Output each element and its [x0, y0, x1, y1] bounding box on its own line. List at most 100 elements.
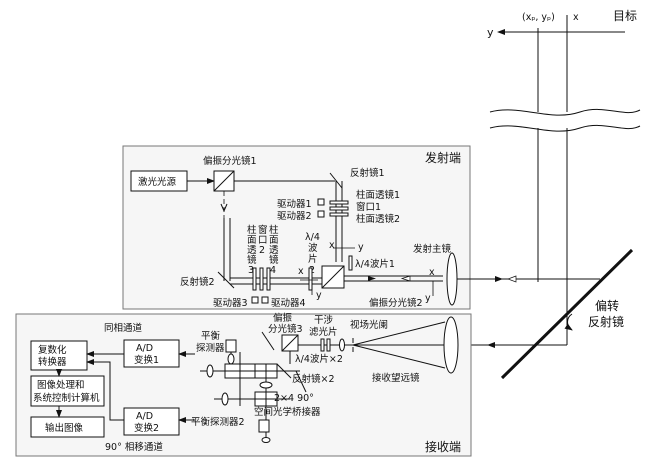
transmitter-components: 激光光源 偏振分光镜1 反射镜1 驱动器1 驱动器2 柱面透镜1 窗口1 柱面透… — [130, 155, 458, 309]
pbs1-label: 偏振分光镜1 — [203, 155, 257, 167]
tx-main-mirror — [446, 252, 458, 306]
filter-line1: 干涉 — [314, 314, 334, 326]
svg-text:2: 2 — [259, 245, 265, 256]
computer-line2: 系统控制计算机 — [33, 392, 100, 404]
receiver-components: 复数化 转换器 同相通道 A/D 变换1 平衡 探测器1 图像处理和 系统控制计… — [30, 312, 459, 453]
transmitter-panel — [122, 145, 471, 310]
svg-text:波: 波 — [308, 242, 318, 254]
complexifier-line1: 复数化 — [38, 344, 67, 356]
output-image-label: 输出图像 — [45, 422, 84, 434]
svg-text:λ/4: λ/4 — [305, 232, 320, 243]
svg-text:透: 透 — [269, 245, 279, 256]
bridge-line1: 2×4 90° — [274, 393, 314, 404]
cyl-lens1 — [329, 200, 349, 205]
tx-axis-y-label-top: y — [358, 242, 364, 253]
quadrature-channel-label: 90° 相移通道 — [105, 441, 163, 453]
target-axis-y-label: y — [487, 26, 494, 39]
ad1-line2: 变换1 — [134, 354, 159, 366]
ad2-box — [123, 407, 180, 436]
cyl-lens4-label: 柱 面 透 镜 4 — [269, 224, 279, 276]
pbs3-line2: 分光镜3 — [268, 323, 303, 335]
pbs2-label: 偏振分光镜2 — [369, 297, 423, 309]
inphase-channel-label: 同相通道 — [104, 322, 143, 334]
balanced2-label: 平衡探测器2 — [191, 416, 245, 428]
driver4-label: 驱动器4 — [271, 298, 306, 309]
driver3-box — [251, 296, 259, 304]
balanced2-box — [258, 419, 270, 433]
cyl-lens3-label: 柱 面 透 镜 3 — [247, 224, 257, 276]
break-band-bottom — [489, 124, 641, 132]
complexifier-box — [30, 340, 88, 371]
svg-text:面: 面 — [269, 235, 279, 246]
transmitter-title: 发射端 — [425, 150, 461, 165]
driver4-box — [261, 296, 269, 304]
driver2-box — [317, 210, 325, 218]
field-stop-label: 视场光阑 — [350, 319, 388, 331]
cyl-lens4 — [266, 267, 271, 291]
tx-axis-y-label-left: y — [316, 290, 322, 301]
rotation-arrow-icon — [564, 313, 573, 331]
qwp1 — [348, 255, 353, 271]
window1 — [329, 206, 349, 211]
cyl-lens1-label: 柱面透镜1 — [356, 189, 400, 201]
mirror2 — [217, 271, 235, 289]
tx-axis-x-label-right: x — [429, 267, 435, 278]
balanced1-line1: 平衡 — [201, 330, 221, 342]
svg-text:透: 透 — [247, 245, 257, 256]
balanced1-line2: 探测器1 — [196, 342, 231, 354]
filter-lens — [339, 338, 345, 352]
tx-main-mirror-label: 发射主镜 — [413, 243, 452, 255]
svg-text:镜: 镜 — [269, 254, 279, 266]
computer-line1: 图像处理和 — [37, 379, 85, 391]
balanced1-box — [225, 339, 237, 353]
cyl-lens2-label: 柱面透镜2 — [356, 213, 400, 225]
svg-text:4: 4 — [270, 265, 276, 276]
svg-text:柱: 柱 — [247, 224, 257, 236]
computer-box — [30, 375, 105, 407]
qwp-x2-label: λ/4波片×2 — [295, 353, 343, 365]
qwp2 — [308, 267, 313, 291]
cyl-lens2 — [329, 212, 349, 217]
rx-telescope — [443, 316, 459, 374]
svg-text:窗: 窗 — [258, 224, 268, 236]
deflector-mirror: 偏转 反射镜 — [500, 248, 634, 380]
deflector-label-2: 反射镜 — [588, 314, 624, 329]
window1-label: 窗口1 — [356, 201, 381, 213]
window2-label: 窗 口 2 — [258, 224, 268, 256]
ad1-line1: A/D — [136, 343, 153, 354]
svg-text:面: 面 — [247, 235, 257, 246]
svg-text:3: 3 — [248, 265, 254, 276]
driver2-label: 驱动器2 — [277, 211, 312, 222]
window2 — [259, 267, 264, 291]
driver3-label: 驱动器3 — [213, 298, 248, 309]
telescope-label: 接收望远镜 — [372, 372, 420, 384]
tx-axis-x-label-left: x — [298, 266, 304, 277]
deflector-mirror-bar — [500, 248, 634, 380]
svg-text:柱: 柱 — [269, 224, 279, 236]
mirror1 — [329, 172, 343, 189]
filter-line2: 滤光片 — [309, 326, 338, 338]
ad2-line2: 变换2 — [134, 422, 159, 434]
target-region: y (xₚ, yₚ) x 目标 — [487, 9, 641, 345]
pbs3-line1: 偏振 — [273, 312, 293, 324]
receiver-title: 接收端 — [425, 439, 461, 454]
cyl-lens3 — [252, 267, 257, 291]
laser-source-label: 激光光源 — [138, 176, 177, 188]
svg-text:镜: 镜 — [247, 254, 257, 266]
ad2-line1: A/D — [136, 411, 153, 422]
bridge-line2: 空间光学桥接器 — [254, 406, 321, 418]
break-band-top — [489, 108, 641, 116]
tx-axis-x-label-top: x — [329, 240, 335, 251]
mirror-x2-label: 反射镜×2 — [292, 373, 335, 385]
output-image-box — [30, 416, 105, 438]
qwp1-label: λ/4波片1 — [355, 258, 395, 270]
driver1-label: 驱动器1 — [277, 199, 312, 210]
deflector-label-1: 偏转 — [595, 298, 619, 313]
mirror2-label: 反射镜2 — [180, 276, 215, 288]
target-axis-x-label: x — [573, 12, 579, 23]
svg-text:片: 片 — [308, 253, 318, 265]
complexifier-line2: 转换器 — [38, 356, 67, 368]
driver1-box — [317, 198, 325, 206]
svg-text:口: 口 — [258, 235, 268, 246]
